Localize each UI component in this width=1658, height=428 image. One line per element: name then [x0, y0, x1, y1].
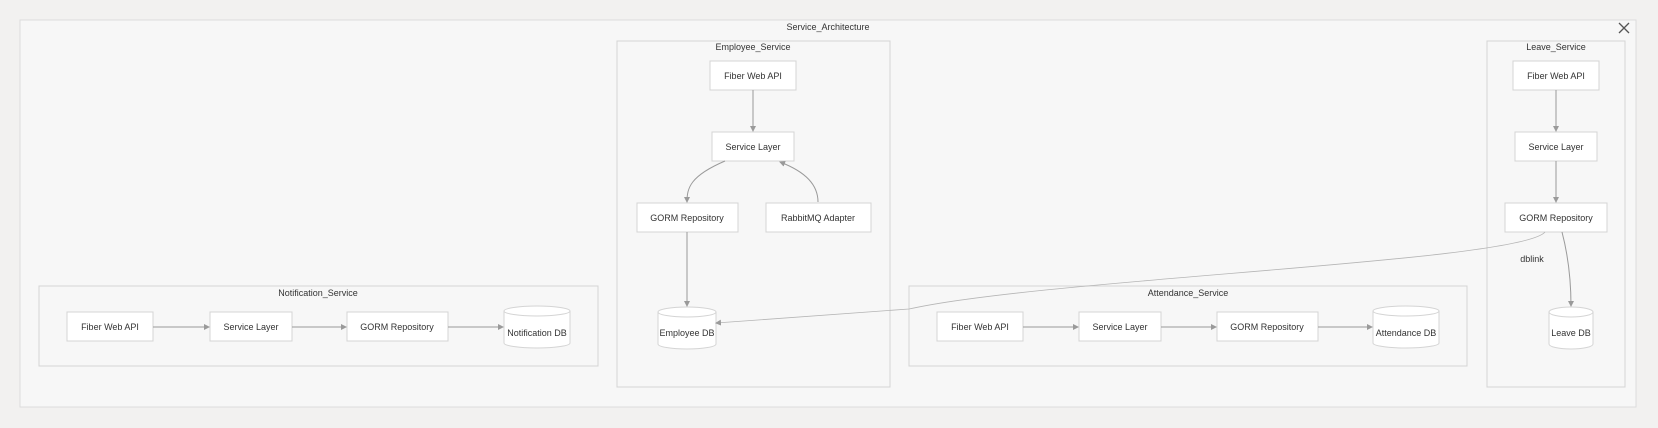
attendance-api-node[interactable]: Fiber Web API: [936, 311, 1024, 342]
leave-service-layer-node[interactable]: Service Layer: [1514, 131, 1598, 162]
employee-api-node[interactable]: Fiber Web API: [709, 60, 797, 91]
leave-db-node[interactable]: Leave DB: [1548, 306, 1594, 350]
leave-service-layer-label: Service Layer: [1528, 142, 1583, 152]
employee-api-label: Fiber Web API: [724, 71, 782, 81]
employee-service-group: Employee_Service Fiber Web API Service L…: [616, 40, 891, 388]
attendance-service-group: Attendance_Service Fiber Web API Service…: [908, 285, 1468, 367]
employee-rabbitmq-adapter-label: RabbitMQ Adapter: [781, 213, 855, 223]
notification-service-layer-label: Service Layer: [223, 322, 278, 332]
edge-leave-repo-to-employee-db-dblink: [715, 231, 1546, 326]
leave-db-label: Leave DB: [1551, 328, 1591, 338]
notification-api-label: Fiber Web API: [81, 322, 139, 332]
employee-service-title: Employee_Service: [715, 42, 790, 52]
attendance-db-label: Attendance DB: [1376, 328, 1437, 338]
notification-gorm-repository-node[interactable]: GORM Repository: [346, 311, 449, 342]
notification-db-node[interactable]: Notification DB: [503, 305, 571, 349]
notification-service-title: Notification_Service: [278, 288, 358, 298]
attendance-db-node[interactable]: Attendance DB: [1372, 305, 1440, 349]
notification-service-group: Notification_Service Fiber Web API Servi…: [38, 285, 599, 367]
leave-gorm-repository-label: GORM Repository: [1519, 213, 1593, 223]
employee-db-node[interactable]: Employee DB: [657, 306, 717, 350]
notification-db-label: Notification DB: [507, 328, 567, 338]
notification-api-node[interactable]: Fiber Web API: [66, 311, 154, 342]
attendance-service-title: Attendance_Service: [1148, 288, 1229, 298]
attendance-service-layer-node[interactable]: Service Layer: [1078, 311, 1162, 342]
employee-service-layer-label: Service Layer: [725, 142, 780, 152]
edge-employee-service-mq: [779, 160, 819, 203]
attendance-gorm-repository-node[interactable]: GORM Repository: [1216, 311, 1319, 342]
close-button[interactable]: [1614, 18, 1634, 38]
edge-employee-service-to-repo: [684, 160, 726, 203]
employee-db-label: Employee DB: [659, 328, 714, 338]
attendance-service-layer-label: Service Layer: [1092, 322, 1147, 332]
attendance-api-label: Fiber Web API: [951, 322, 1009, 332]
leave-gorm-repository-node[interactable]: GORM Repository: [1504, 202, 1608, 233]
employee-gorm-repository-node[interactable]: GORM Repository: [636, 202, 739, 233]
employee-gorm-repository-label: GORM Repository: [650, 213, 724, 223]
leave-api-label: Fiber Web API: [1527, 71, 1585, 81]
employee-service-layer-node[interactable]: Service Layer: [711, 131, 795, 162]
leave-service-title: Leave_Service: [1526, 42, 1586, 52]
employee-rabbitmq-adapter-node[interactable]: RabbitMQ Adapter: [765, 202, 872, 233]
edge-leave-repo-to-db: [1561, 231, 1574, 307]
notification-service-layer-node[interactable]: Service Layer: [209, 311, 293, 342]
leave-service-group: Leave_Service Fiber Web API Service Laye…: [1486, 40, 1626, 388]
close-icon: [1618, 22, 1630, 34]
notification-gorm-repository-label: GORM Repository: [360, 322, 434, 332]
dblink-edge-label: dblink: [1520, 254, 1544, 264]
leave-api-node[interactable]: Fiber Web API: [1512, 60, 1600, 91]
attendance-gorm-repository-label: GORM Repository: [1230, 322, 1304, 332]
diagram-title: Service_Architecture: [786, 22, 869, 32]
